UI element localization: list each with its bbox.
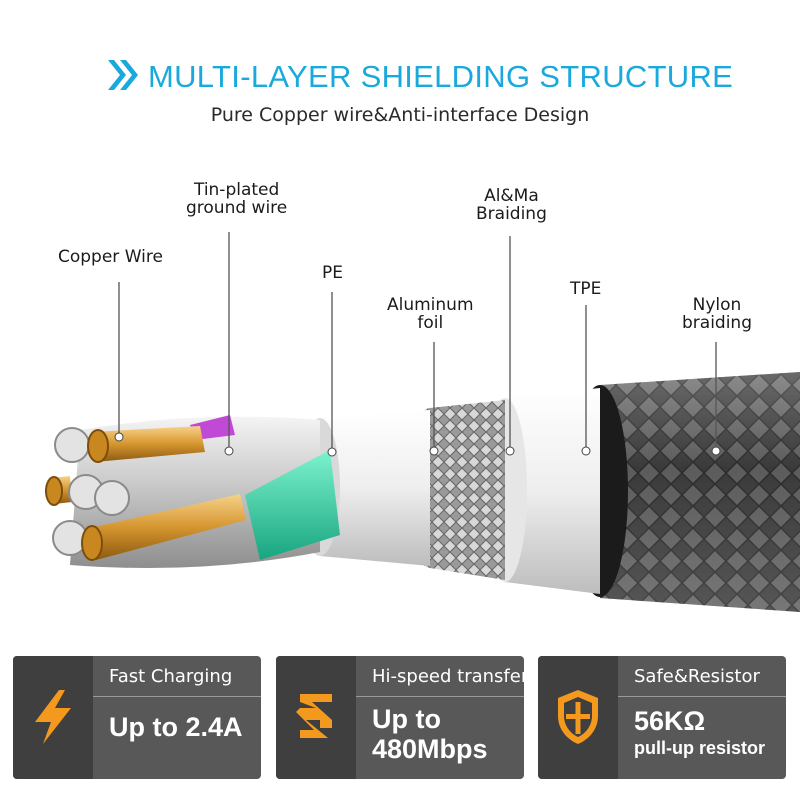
page-subtitle: Pure Copper wire&Anti-interface Design xyxy=(210,104,590,126)
label-pe: PE xyxy=(322,263,343,283)
feature-title: Hi-speed transfer xyxy=(372,666,524,687)
shield-icon xyxy=(538,656,618,779)
header: MULTI-LAYER SHIELDING STRUCTURE xyxy=(0,58,800,98)
lightning-bolt-icon xyxy=(13,656,93,779)
feature-title: Fast Charging xyxy=(109,666,233,687)
card-divider xyxy=(356,696,524,697)
card-divider xyxy=(618,696,786,697)
feature-card-safe-resistor: Safe&Resistor 56KΩ pull-up resistor xyxy=(538,656,786,779)
feature-card-hi-speed-transfer: Hi-speed transfer Up to 480Mbps xyxy=(276,656,524,779)
feature-value-line2: pull-up resistor xyxy=(634,738,766,758)
feature-title: Safe&Resistor xyxy=(634,666,760,687)
feature-value: Up to 2.4A xyxy=(109,712,243,742)
double-chevron-right-icon xyxy=(106,58,142,97)
label-tin-plated-ground-wire: Tin-plated ground wire xyxy=(186,180,288,218)
feature-cards: Fast Charging Up to 2.4A Hi-speed transf… xyxy=(0,656,800,786)
label-aluminum-foil: Aluminum foil xyxy=(387,295,474,333)
feature-value-line2: 480Mbps xyxy=(372,734,488,764)
feature-value-line1: Up to xyxy=(372,704,441,734)
card-divider xyxy=(93,696,261,697)
label-tpe: TPE xyxy=(570,279,602,299)
label-copper-wire: Copper Wire xyxy=(58,247,163,267)
transfer-zigzag-icon xyxy=(276,656,356,779)
label-nylon-braiding: Nylon braiding xyxy=(682,295,753,333)
feature-value-line1: 56KΩ xyxy=(634,706,706,736)
page-title: MULTI-LAYER SHIELDING STRUCTURE xyxy=(148,59,734,94)
label-al-ma-braiding: Al&Ma Braiding xyxy=(476,186,547,224)
feature-card-fast-charging: Fast Charging Up to 2.4A xyxy=(13,656,261,779)
